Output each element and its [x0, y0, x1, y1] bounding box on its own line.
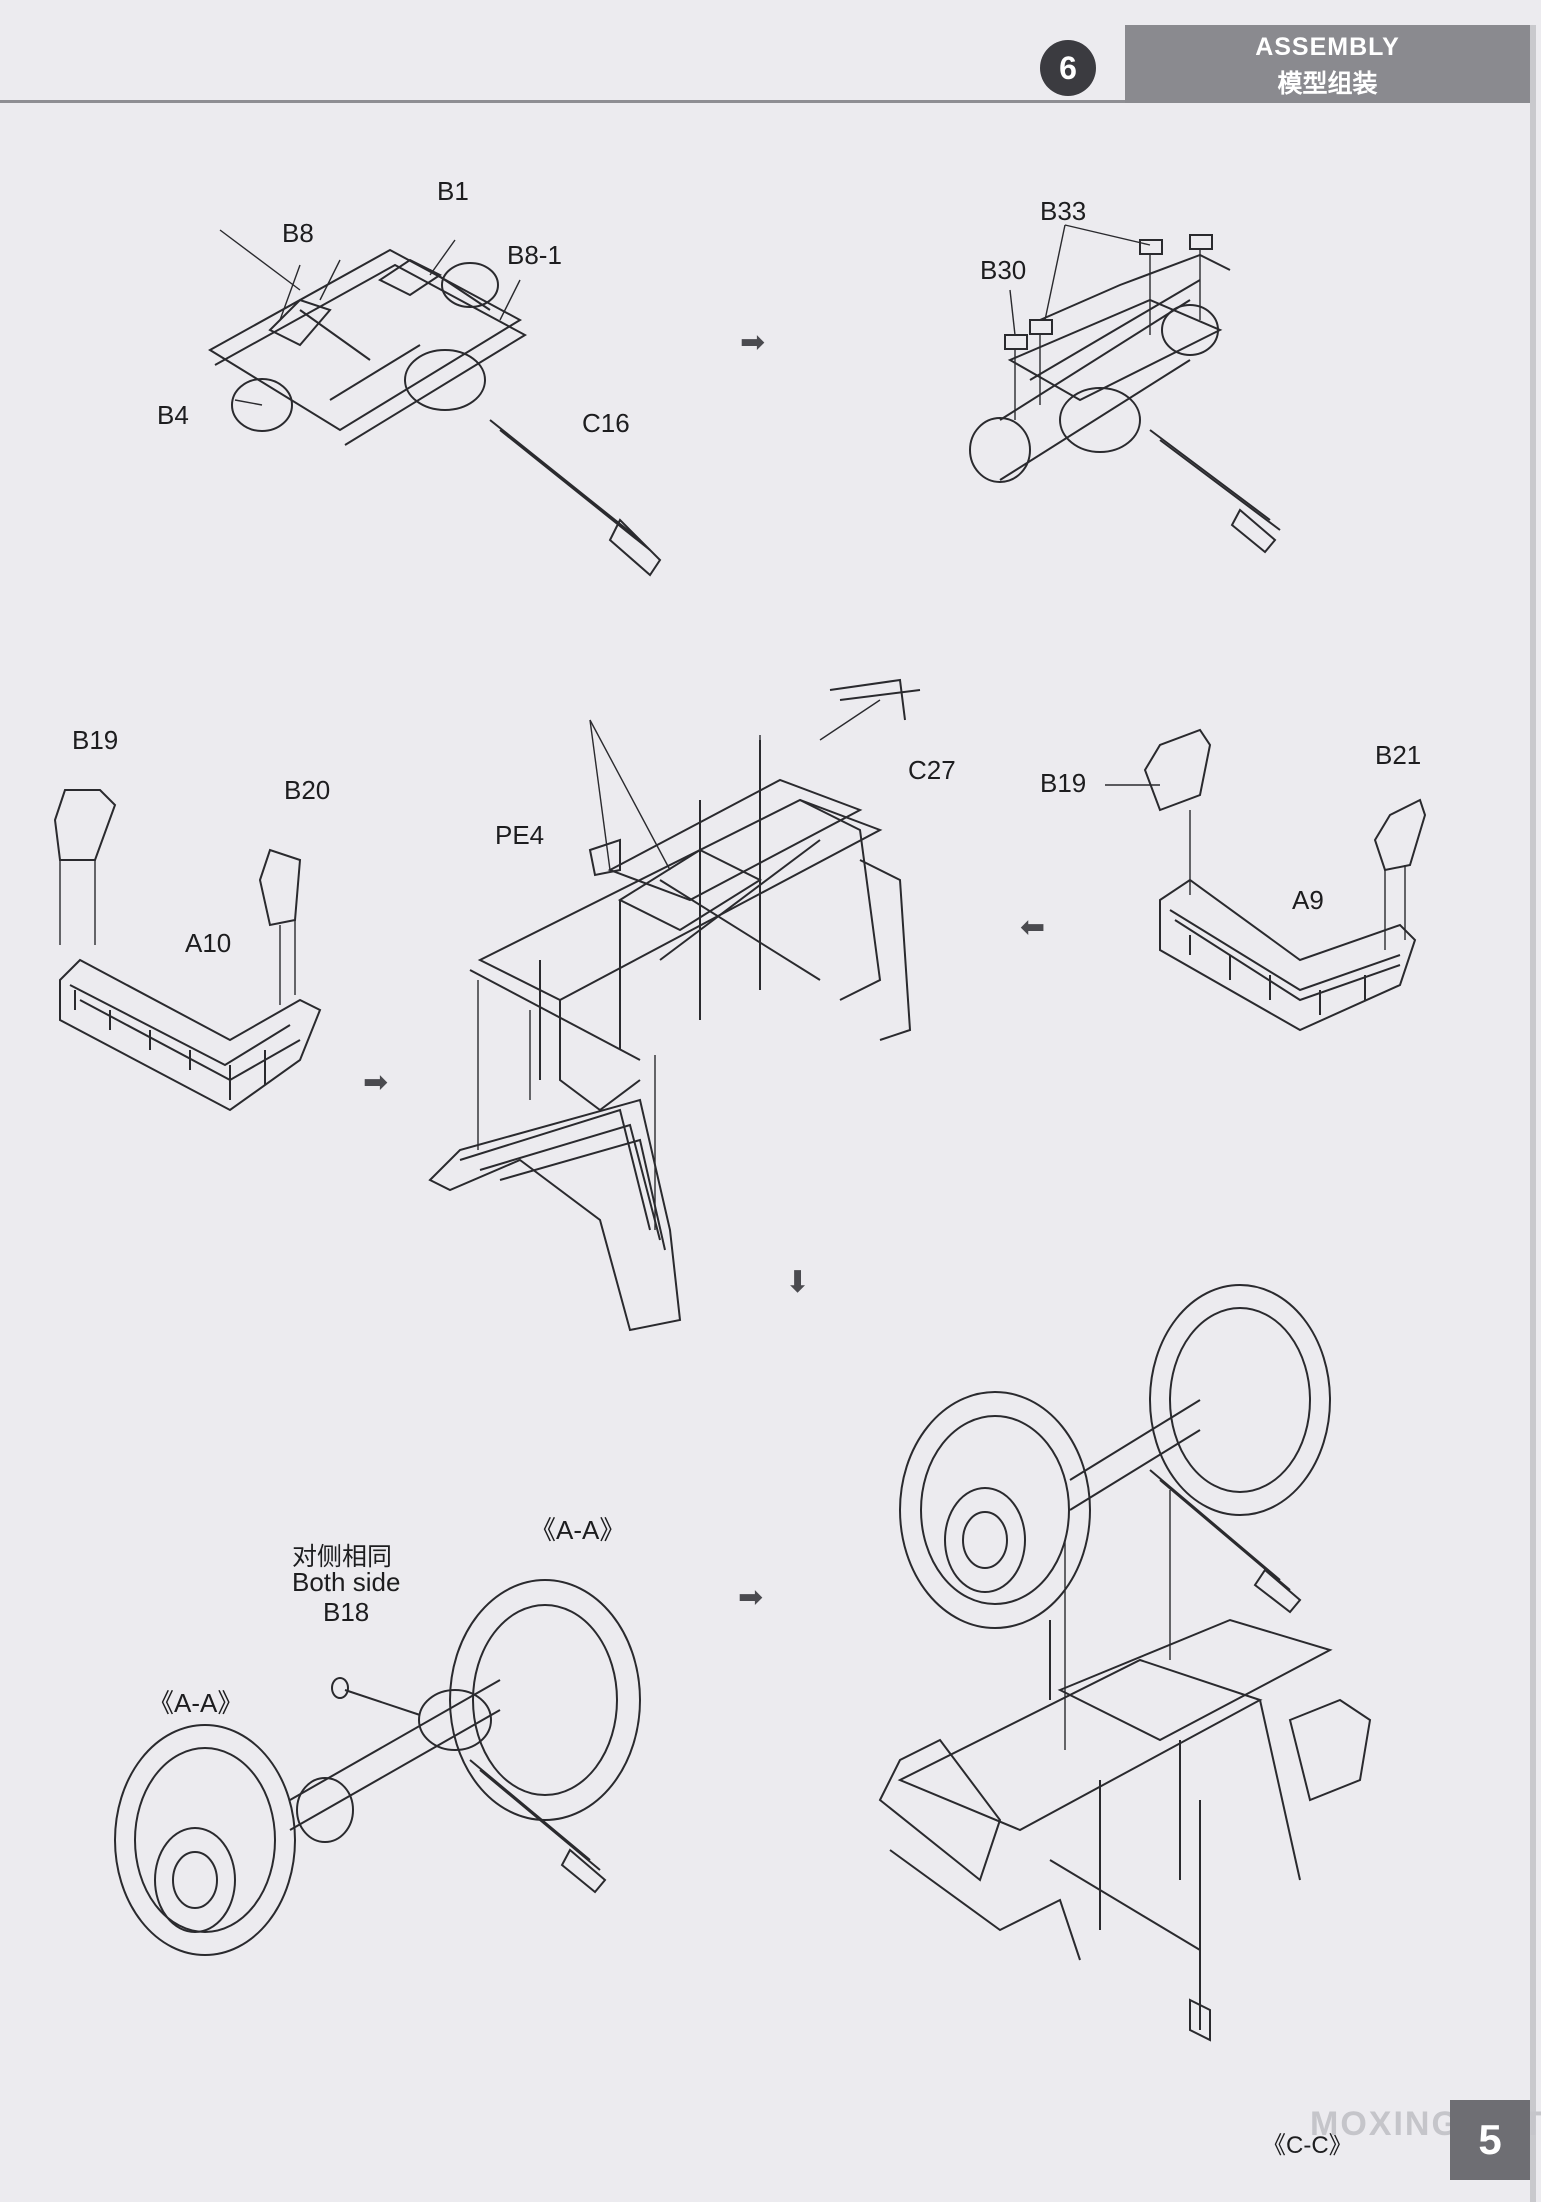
right-fender-arrows: [1105, 784, 1406, 950]
final-leader-lines: [1064, 1490, 1171, 1750]
assembly-title-en: ASSEMBLY: [1255, 33, 1400, 61]
page-number: 5: [1450, 2100, 1530, 2180]
left-fender-drawing: [53, 789, 322, 1112]
arrow-right-icon: ➡: [740, 326, 766, 359]
part-label-b33: B33: [1040, 196, 1087, 226]
arrow-right-icon: ➡: [738, 1581, 764, 1614]
axle-bracket-drawing: [969, 234, 1281, 554]
both-side-cn-label: 对侧相同: [292, 1542, 393, 1571]
step-number-badge: 6: [1040, 40, 1096, 96]
part-label-b19-left: B19: [72, 725, 119, 755]
part-label-b20: B20: [284, 775, 331, 805]
part-label-a9: A9: [1292, 885, 1324, 915]
arrow-down-icon: ⬇: [785, 1266, 811, 1299]
section-label-aa-left: 《A-A》: [148, 1688, 244, 1718]
part-label-a10: A10: [185, 928, 232, 958]
part-label-b21: B21: [1375, 740, 1422, 770]
assembly-banner: ASSEMBLY 模型组装: [1125, 25, 1530, 103]
both-side-en-label: Both side: [292, 1567, 401, 1597]
arrow-left-icon: ⬅: [1020, 911, 1046, 944]
section-label-cc: 《C-C》: [1262, 2132, 1353, 2159]
final-assembly-drawing: [878, 1284, 1372, 2042]
right-fender-drawing: [1143, 728, 1427, 1032]
left-fender-arrows: [59, 860, 296, 1005]
part-label-pe4: PE4: [495, 820, 545, 850]
part-label-b8-1: B8-1: [507, 240, 562, 270]
front-axle-wheels-drawing: [114, 1579, 641, 1956]
part-label-b1: B1: [437, 176, 469, 206]
axle-frame-arrows: [219, 229, 521, 406]
part-label-c27: C27: [908, 755, 956, 785]
section-label-aa-top: 《A-A》: [530, 1515, 626, 1545]
axle-frame-drawing: [208, 248, 662, 577]
part-label-b30: B30: [980, 255, 1027, 285]
assembly-title-cn: 模型组装: [1277, 69, 1378, 98]
part-label-b19-right: B19: [1040, 768, 1087, 798]
chassis-frame-drawing: [428, 678, 921, 1332]
part-label-b18: B18: [323, 1597, 370, 1627]
arrow-right-icon: ➡: [363, 1066, 389, 1099]
chassis-leader-lines: [477, 699, 881, 1230]
part-label-b4: B4: [157, 400, 189, 430]
bracket-leader-lines: [1009, 224, 1201, 420]
part-label-b8: B8: [282, 218, 314, 248]
page-edge-shadow: [1530, 25, 1536, 2202]
part-label-c16: C16: [582, 408, 630, 438]
header-rule: [0, 100, 1125, 103]
